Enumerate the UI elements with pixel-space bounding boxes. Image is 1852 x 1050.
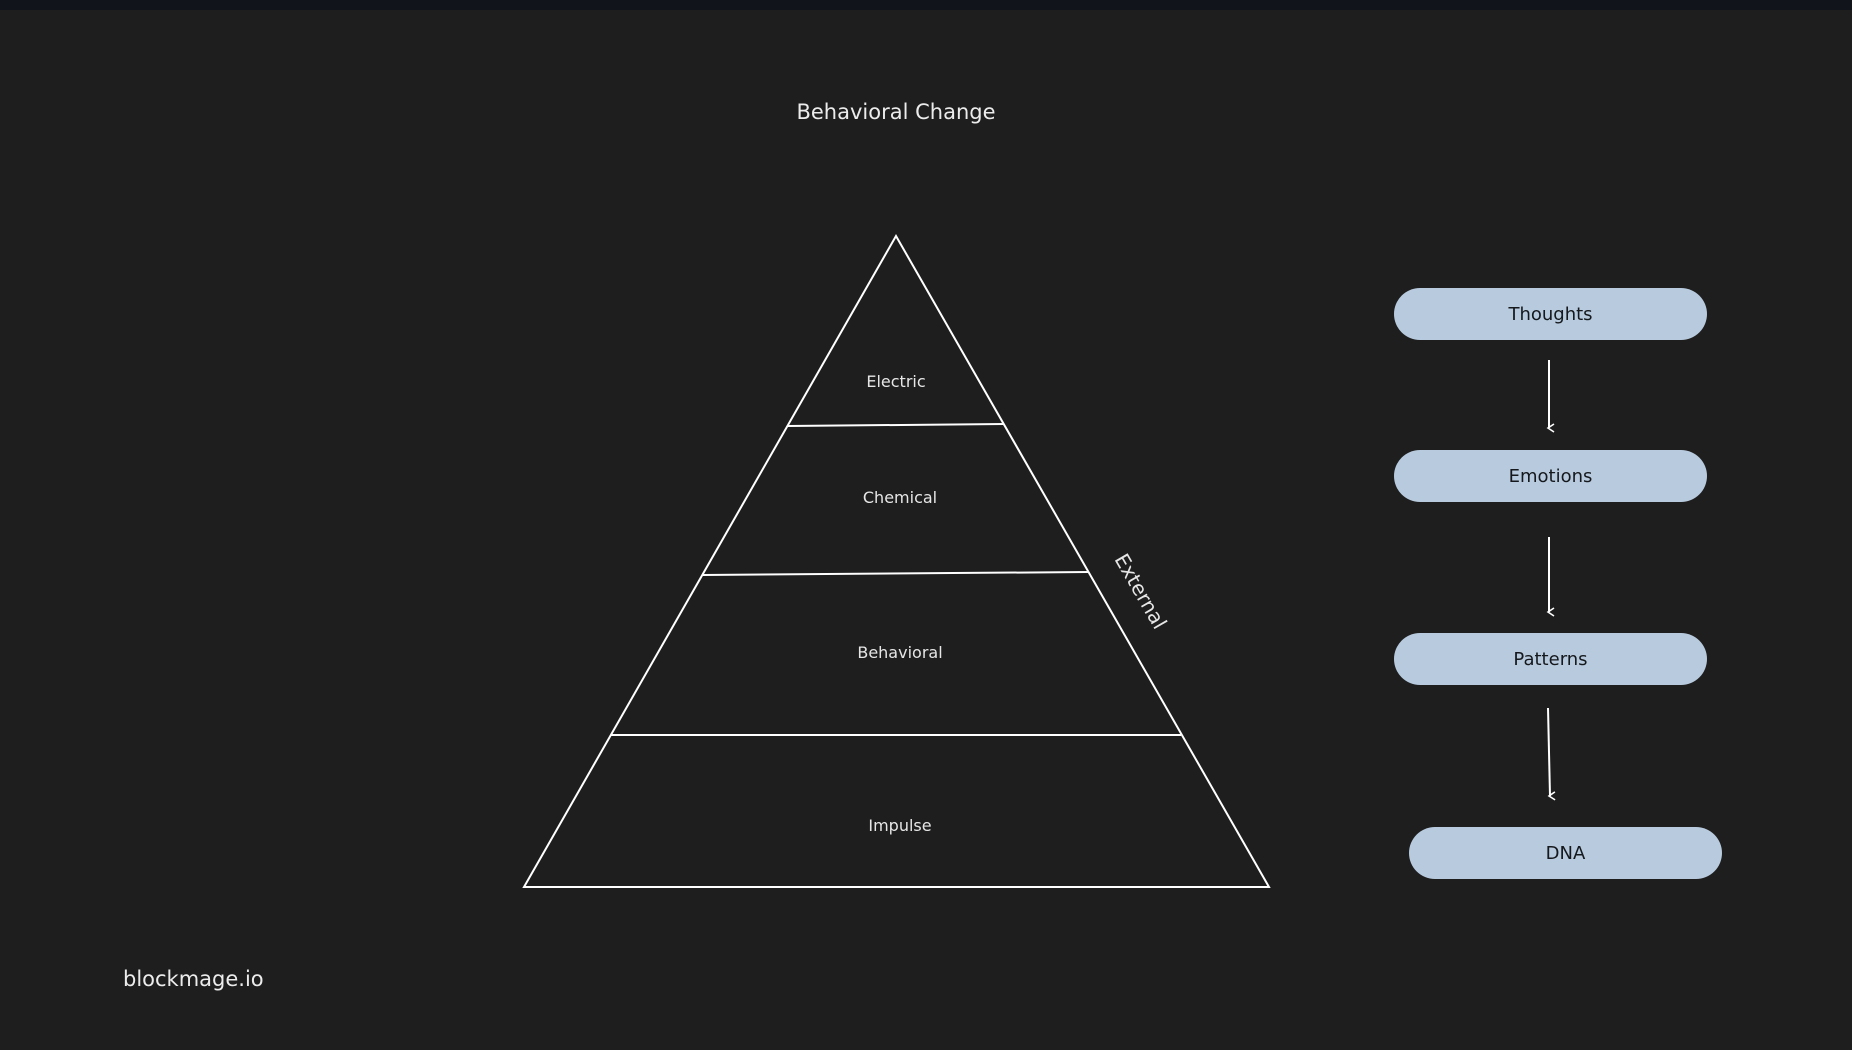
layer-label-electric: Electric bbox=[866, 372, 926, 391]
flow-step-patterns: Patterns bbox=[1394, 633, 1707, 685]
brand-watermark: blockmage.io bbox=[123, 967, 264, 991]
layer-label-impulse: Impulse bbox=[868, 816, 932, 835]
pyramid-outline bbox=[522, 233, 1271, 888]
top-bar bbox=[0, 0, 1852, 10]
flow-arrow-3 bbox=[1547, 707, 1556, 801]
flow-step-dna: DNA bbox=[1409, 827, 1722, 879]
diagram-title: Behavioral Change bbox=[796, 100, 996, 124]
flow-step-emotions: Emotions bbox=[1394, 450, 1707, 502]
flow-step-thoughts: Thoughts bbox=[1394, 288, 1707, 340]
layer-label-chemical: Chemical bbox=[862, 488, 938, 507]
layer-label-behavioral: Behavioral bbox=[857, 643, 943, 662]
pyramid-divider-1 bbox=[787, 423, 1005, 427]
pyramid-divider-2 bbox=[702, 571, 1090, 576]
